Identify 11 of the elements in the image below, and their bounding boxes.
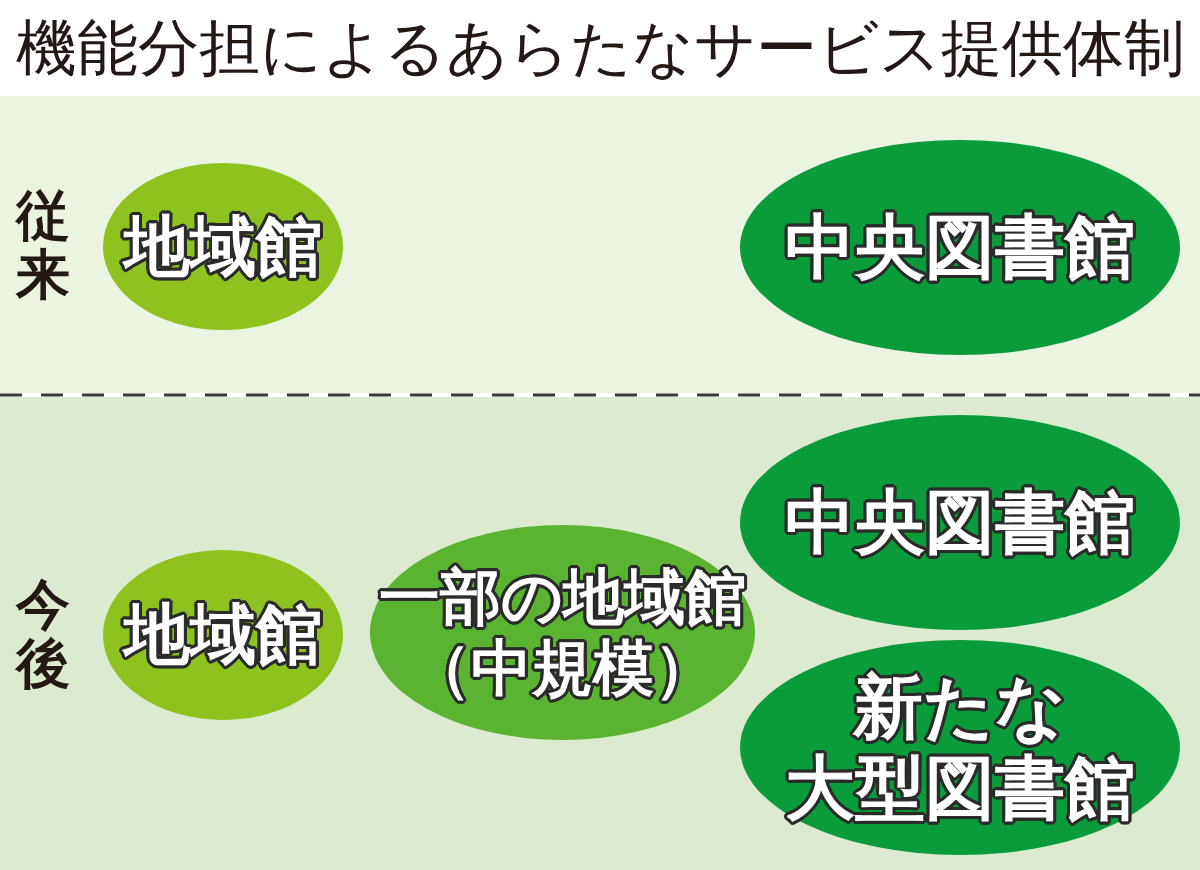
section-band [0,397,1200,870]
node-label: 地域館 [121,208,323,285]
node-label: 中央図書館 [784,482,1136,563]
node-label: 新たな大型図書館 [784,667,1136,828]
node-label: 中央図書館 [784,207,1136,288]
section-band [0,96,1200,393]
section-label: 従来 [16,185,70,304]
diagram-title: 機能分担によるあらたなサービス提供体制 [16,11,1185,85]
section-label: 今後 [16,574,70,693]
node-label: 一部の地域館（中規模） [378,562,747,703]
node-label: 地域館 [121,597,323,673]
